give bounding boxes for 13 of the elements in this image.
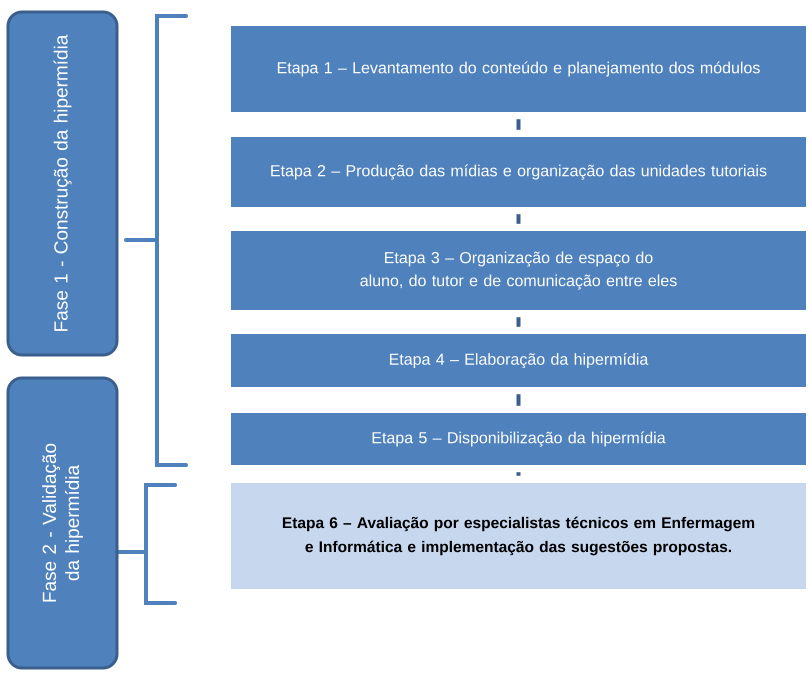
phase-box: Fase 1 - Construção da hipermídia (6, 10, 118, 356)
stage-box: Etapa 2 – Produção das mídias e organização das unidades tutoriais (231, 137, 806, 207)
stage-box: Etapa 3 – Organização de espaço do aluno, do tutor e de comunicação entre eles (231, 231, 806, 310)
stage-box: Etapa 4 – Elaboração da hipermídia (231, 334, 806, 387)
connector-line (516, 394, 520, 406)
connector-line (516, 317, 520, 327)
phase-box: Fase 2 - Validação da hipermídia (6, 376, 118, 670)
stage-box: Etapa 5 – Disponibilização da hipermídia (231, 413, 806, 465)
stage-box: Etapa 6 – Avaliação por especialistas técnicos em Enfermagem e Informática e implementação das sugestões propostas. (231, 483, 806, 589)
connector-line (516, 472, 520, 476)
stage-box: Etapa 1 – Levantamento do conteúdo e planejamento dos módulos (231, 26, 806, 112)
connector-line (516, 214, 520, 224)
connector-line (516, 119, 520, 130)
